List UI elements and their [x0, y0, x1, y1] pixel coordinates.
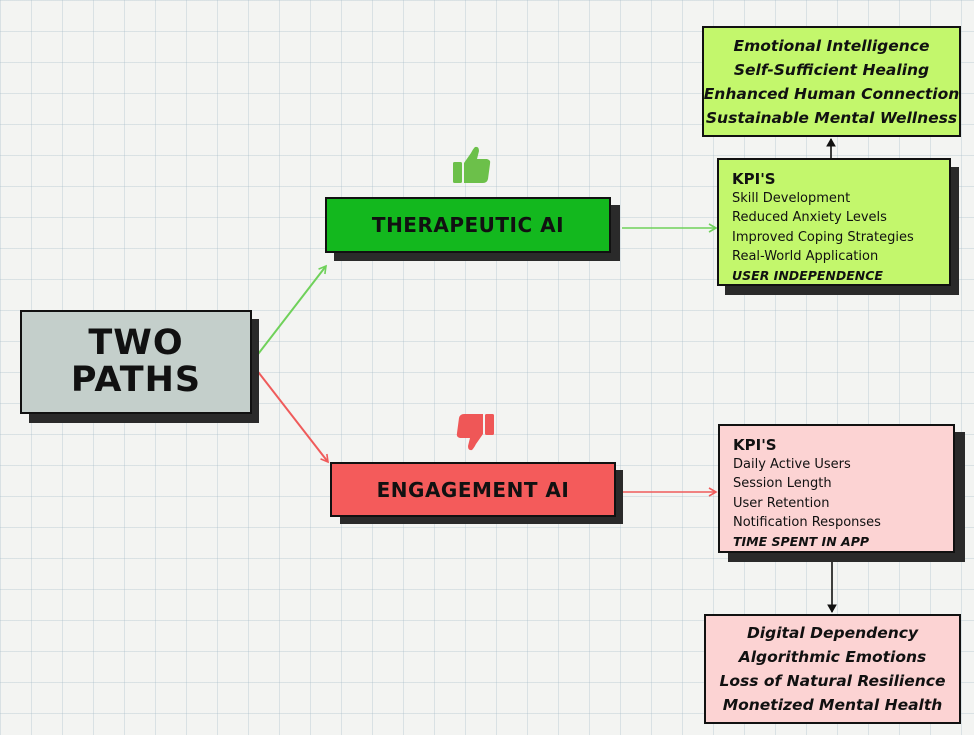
kpi-item: Session Length [733, 476, 832, 492]
outcome-item: Enhanced Human Connection [703, 84, 960, 103]
kpi-item: Improved Coping Strategies [732, 229, 914, 245]
outcome-item: Self-Sufficient Healing [733, 60, 930, 79]
kpi-item: Real-World Application [732, 249, 879, 265]
outcome-item: Algorithmic Emotions [738, 648, 927, 666]
engagement-outcomes-box: Digital Dependency Algorithmic Emotions … [704, 614, 961, 724]
therapeutic-ai-label: THERAPEUTIC AI [371, 213, 565, 237]
engagement-kpi-box: KPI'S Daily Active Users Session Length … [718, 424, 955, 553]
engagement-ai-box: ENGAGEMENT AI [330, 462, 616, 517]
two-paths-box: TWO PATHS [20, 310, 252, 414]
outcome-item: Emotional Intelligence [733, 36, 930, 55]
outcome-item: Loss of Natural Resilience [719, 672, 946, 690]
therapeutic-kpi-box: KPI'S Skill Development Reduced Anxiety … [717, 158, 951, 286]
outcome-item: Monetized Mental Health [722, 696, 943, 714]
kpi-item: User Retention [733, 495, 830, 511]
kpi-item: Notification Responses [733, 515, 881, 531]
therapeutic-ai-box: THERAPEUTIC AI [325, 197, 611, 253]
kpi-title: KPI'S [732, 170, 776, 188]
kpi-title: KPI'S [733, 436, 777, 454]
thumbs-down-icon [456, 414, 494, 451]
outcome-item: Sustainable Mental Wellness [705, 108, 958, 127]
arrow-to-engagement [251, 363, 329, 464]
engagement-ai-label: ENGAGEMENT AI [376, 477, 570, 502]
two-paths-title: TWO PATHS [70, 323, 202, 400]
kpi-item: Daily Active Users [733, 457, 851, 472]
outcome-item: Digital Dependency [746, 624, 919, 642]
arrow-to-therapeutic [251, 264, 327, 363]
thumbs-up-icon [453, 146, 491, 183]
kpi-item: Skill Development [732, 191, 851, 206]
therapeutic-outcomes-box: Emotional Intelligence Self-Sufficient H… [702, 26, 961, 137]
kpi-emphasis: USER INDEPENDENCE [732, 267, 883, 283]
kpi-item: Reduced Anxiety Levels [732, 210, 887, 226]
kpi-emphasis: TIME SPENT IN APP [733, 533, 870, 549]
